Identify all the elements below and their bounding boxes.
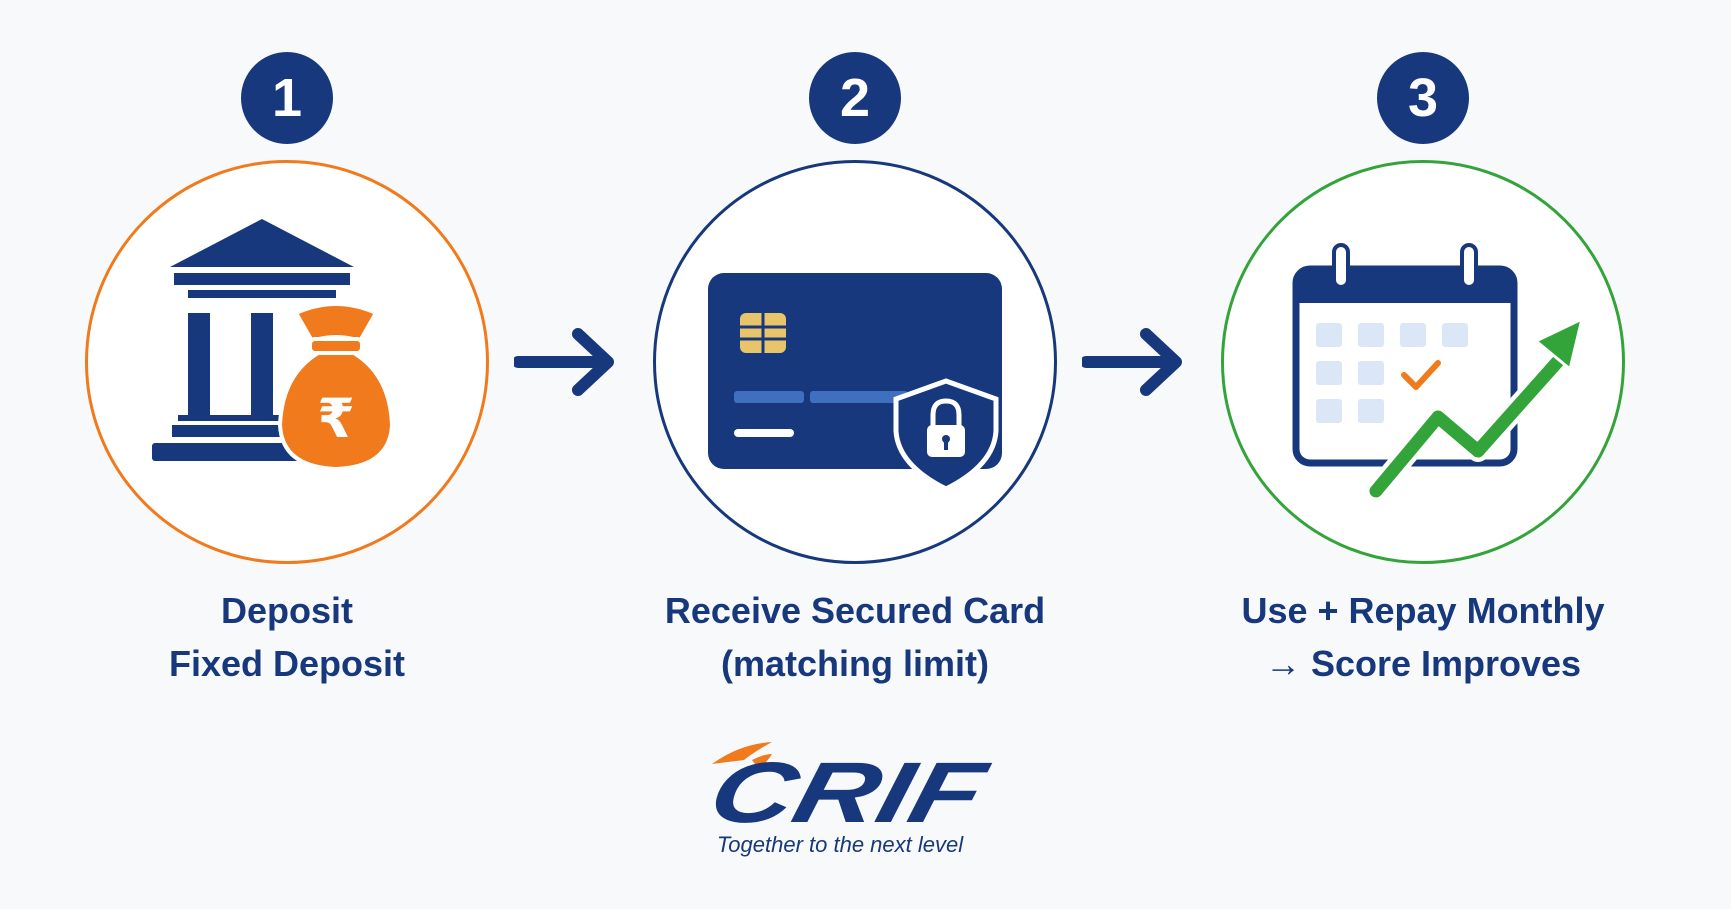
step-1-number-badge: 1	[241, 52, 333, 144]
arrow-right-icon	[1082, 328, 1182, 396]
step-3-number-badge: 3	[1377, 52, 1469, 144]
step-1-caption: Deposit Fixed Deposit	[47, 584, 527, 690]
step-1-circle: ₹	[85, 160, 489, 564]
step-3-caption-line-2: → Score Improves	[1264, 643, 1582, 684]
step-3-circle	[1221, 160, 1625, 564]
checkmark-icon	[1401, 360, 1441, 390]
crif-logo: CRIF	[700, 742, 998, 830]
rupee-money-bag-icon: ₹	[277, 302, 395, 472]
connector-arrow-1	[514, 328, 614, 396]
brand-tagline: Together to the next level	[716, 832, 964, 857]
step-2-circle	[653, 160, 1057, 564]
calendar-icon	[1292, 243, 1518, 467]
shield-lock-icon	[893, 378, 999, 492]
arrow-right-icon	[514, 328, 614, 396]
step-3-caption-line-1: Use + Repay Monthly	[1241, 590, 1605, 631]
step-3-caption: Use + Repay Monthly → Score Improves	[1183, 584, 1663, 690]
step-2-caption-line-1: Receive Secured Card	[664, 590, 1046, 631]
connector-arrow-2	[1082, 328, 1182, 396]
rupee-symbol: ₹	[317, 387, 355, 450]
growth-arrow-icon	[1365, 317, 1584, 502]
step-3-illustration	[1292, 243, 1584, 502]
step-2-caption-line-2: (matching limit)	[721, 643, 989, 684]
crif-swoosh-icon	[712, 742, 772, 768]
step-1-caption-line-2: Fixed Deposit	[168, 643, 406, 684]
step-2-number-badge: 2	[809, 52, 901, 144]
step-1-illustration: ₹	[152, 219, 395, 472]
step-2-caption: Receive Secured Card (matching limit)	[615, 584, 1095, 690]
crif-logo-text: CRIF	[700, 744, 998, 830]
step-2-illustration	[708, 273, 1002, 492]
step-1-caption-line-1: Deposit	[220, 590, 353, 631]
